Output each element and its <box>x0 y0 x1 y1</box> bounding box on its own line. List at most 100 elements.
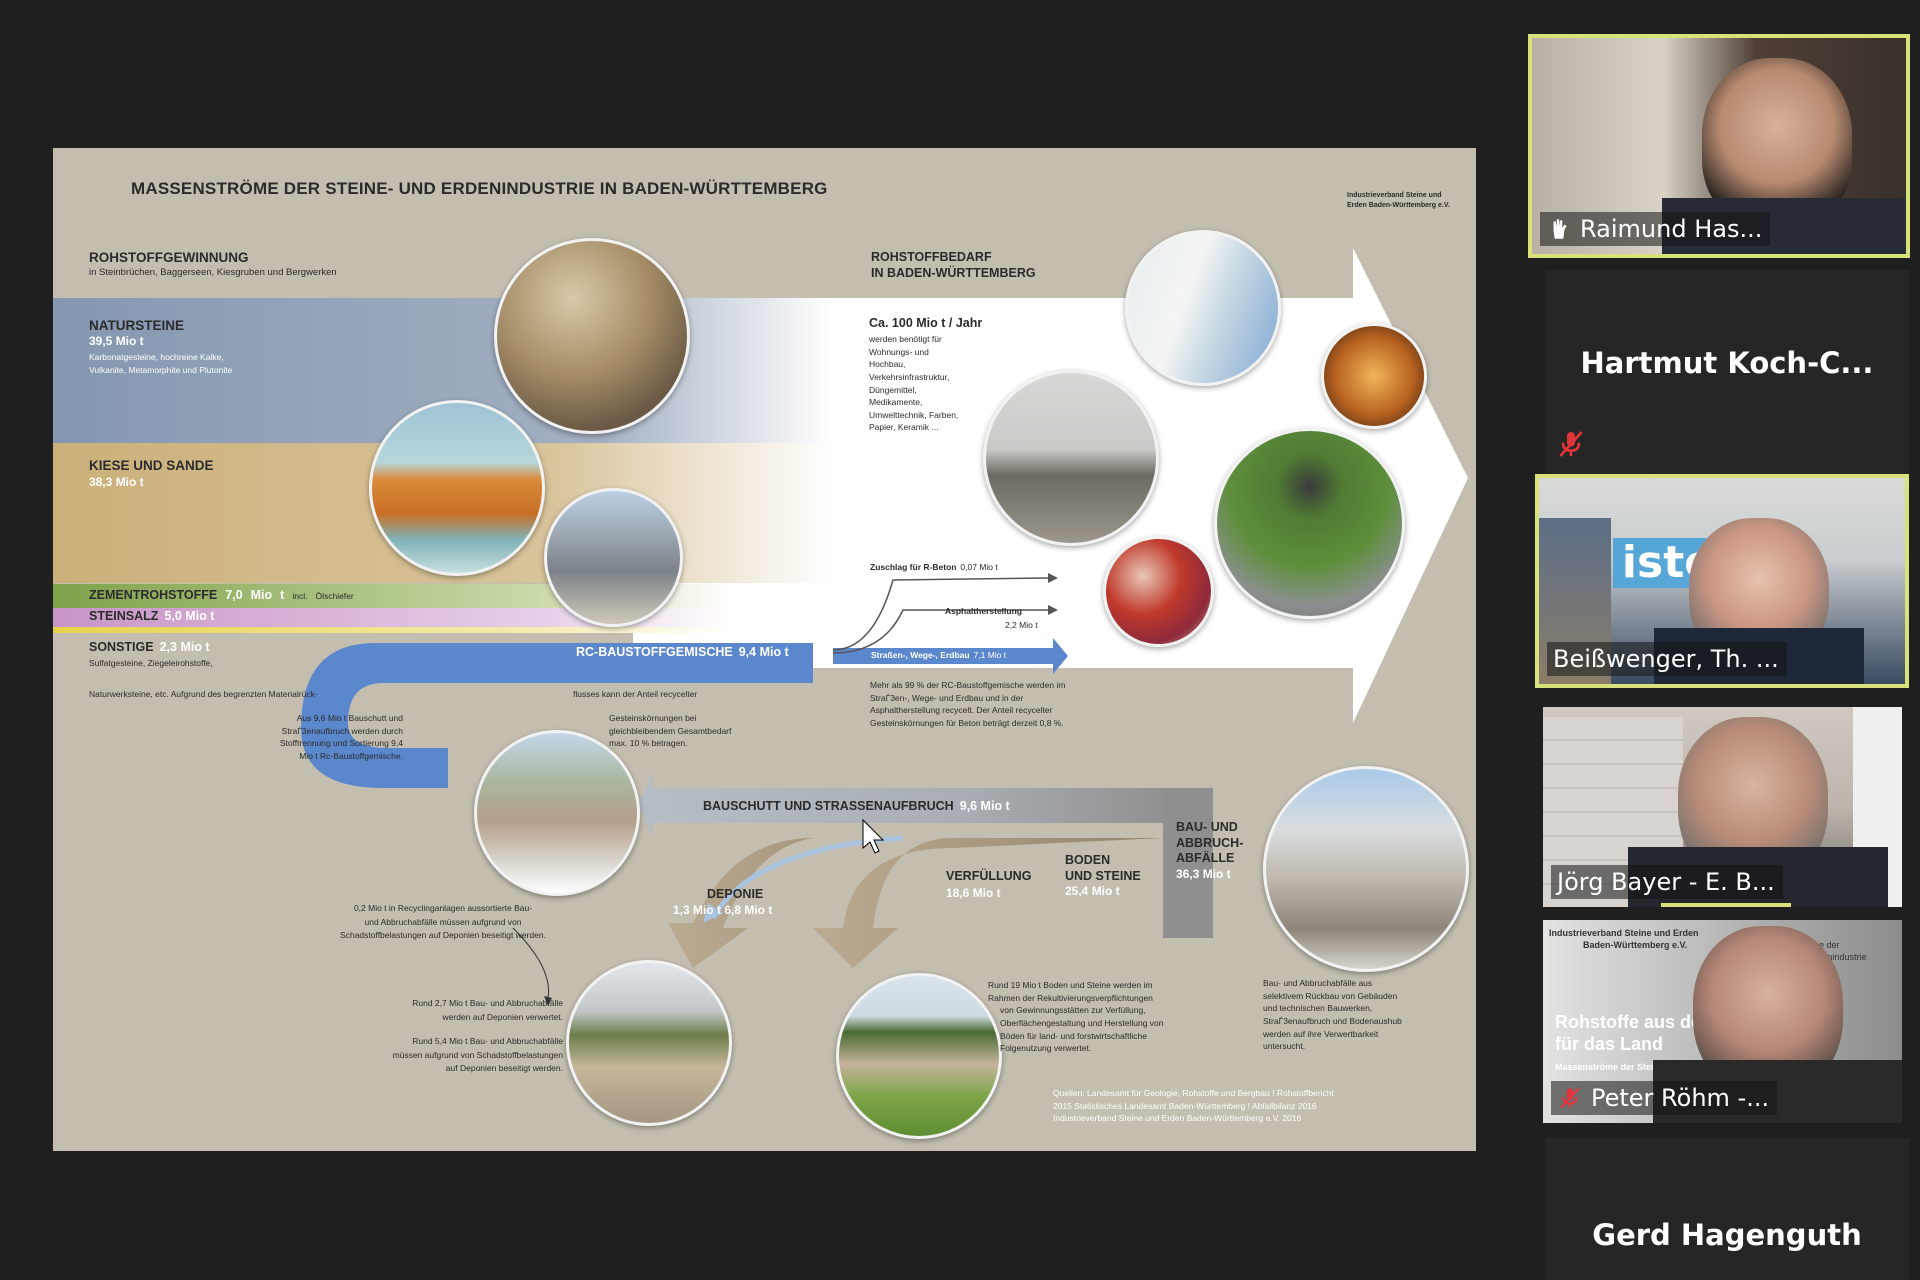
participant-name: Peter Röhm -... <box>1591 1084 1770 1112</box>
gestein-line: gleichbleibendem Gesamtbedarf <box>609 725 732 736</box>
asphalt-amount: 2,2 Mio t <box>1005 620 1038 630</box>
rc-beton-row: Zuschlag für R-Beton 0,07 Mio t <box>870 562 998 573</box>
note-19-line: Böden für land- und forstwirtschaftliche <box>1000 1030 1147 1041</box>
zement-amount-unit: Mio <box>250 588 273 602</box>
sonstige-heading: SONSTIGE <box>89 640 154 654</box>
slide-flow-graphic <box>53 248 1468 1006</box>
note-bau-line: und technischen Bauwerken, <box>1263 1003 1373 1014</box>
participant-tile[interactable]: Raimund Has... <box>1532 38 1906 254</box>
quellen-line: 2015 Statistisches Landesamt Baden-Württ… <box>1053 1100 1317 1111</box>
natursteine-amount: 39,5 Mio t <box>89 334 144 348</box>
gestein-block: Gesteinskörnungen bei gleichbleibendem G… <box>609 713 732 748</box>
quellen-line: Quellen: Landesamt für Geologie, Rohstof… <box>1053 1088 1334 1098</box>
name-tag: Beißwenger, Th. ... <box>1547 642 1787 676</box>
aus96-line: StraЃ3enaufbruch werden durch <box>281 725 403 736</box>
strassen-row: Straßen-, Wege-, Erdbau 7,1 Mio t <box>871 650 1006 661</box>
note-bau-line: selektivem Rückbau von Gebäuden <box>1263 990 1398 1001</box>
rc-mix-label: RC-BAUSTOFFGEMISCHE <box>576 645 733 659</box>
note-54-line: Rund 5,4 Mio t Bau- und Abbruchabfälle <box>412 1036 563 1046</box>
note-27-line: Rund 2,7 Mio t Bau- und Abbruchabfälle <box>412 998 563 1008</box>
org-line-1: Industrieverband Steine und <box>1347 192 1442 199</box>
note-02-line: 0,2 Mio t in Recyclinganlagen aussortier… <box>353 903 533 913</box>
boden-amount: 25,4 Mio t <box>1065 884 1120 899</box>
zement-note: incl. <box>292 591 308 601</box>
bedarf-line: Hochbau, <box>869 359 906 370</box>
participant-tile[interactable]: Industrieverband Steine und Erden Baden-… <box>1543 920 1902 1123</box>
note-02-line: und Abbruchabfälle müssen aufgrund von <box>364 916 522 927</box>
note-bau-block: Bau- und Abbruchabfälle aus selektivem R… <box>1263 978 1402 1051</box>
bauschutt-amount: 9,6 Mio t <box>959 799 1010 813</box>
participant-tile[interactable]: Gerd Hagenguth <box>1545 1138 1909 1280</box>
participant-tile[interactable]: iste Beißwenger, Th. ... <box>1539 478 1905 684</box>
bau-abbruch-amount: 36,3 Mio t <box>1176 866 1231 881</box>
participant-name: Hartmut Koch-C... <box>1580 346 1874 380</box>
audio-level-indicator <box>1661 903 1791 907</box>
boden-l1: BODEN <box>1065 853 1111 867</box>
rc-beton-label: Zuschlag für R-Beton <box>870 562 957 572</box>
participant-name: Jörg Bayer - E. B... <box>1557 868 1775 896</box>
bedarf-amount: Ca. 100 Mio t / Jahr <box>869 316 983 330</box>
verfuellung-label: VERFÜLLUNG <box>946 869 1032 883</box>
backdrop-text: Industrieverband Steine und Erden <box>1549 928 1699 938</box>
kiese-amount: 38,3 Mio t <box>89 475 144 489</box>
natursteine-desc-2: Vulkanite, Metamorphite und Plutonite <box>89 365 233 375</box>
sonstige-amount: 2,3 Mio t <box>159 640 210 654</box>
mehr-line: Gesteinskörnungen für Beton beträgt derz… <box>870 717 1064 728</box>
sonstige-desc-2: Naturwerksteine, etc. Aufgrund des begre… <box>89 689 318 699</box>
mehr-als-block: Mehr als 99 % der RC-Baustoffgemische we… <box>870 680 1065 728</box>
mic-muted-icon <box>1559 431 1583 457</box>
backfill-green-photo <box>836 973 1002 1139</box>
bedarf-line: Verkehrsinfrastruktur, <box>869 371 950 382</box>
bauschutt-label: BAUSCHUTT UND STRASSENAUFBRUCH <box>703 799 954 813</box>
zement-row: ZEMENTROHSTOFFE 7,0 Mio t incl. Ölschief… <box>89 588 354 604</box>
participant-tile[interactable]: Jörg Bayer - E. B... <box>1543 707 1902 907</box>
note-19-line: Oberflächengestaltung und Herstellung vo… <box>1000 1017 1164 1028</box>
participant-name: Beißwenger, Th. ... <box>1553 645 1779 673</box>
sonstige-row: SONSTIGE 2,3 Mio t <box>89 640 210 656</box>
raised-hand-icon <box>1553 219 1567 239</box>
asphalt-label: Asphaltherstellung <box>945 606 1022 616</box>
mehr-line: StraЃ3en-, Wege- und Erdbau und in der <box>870 692 1024 703</box>
participant-tile[interactable]: Hartmut Koch-C... <box>1545 270 1909 475</box>
slide-title: MASSENSTRÖME DER STEINE- UND ERDENINDUST… <box>131 179 828 198</box>
bedarf-line: Düngemittel, <box>869 384 917 395</box>
pills-photo <box>1103 536 1214 647</box>
strassen-label: Straßen-, Wege-, Erdbau <box>871 650 970 660</box>
backdrop-text: für das Land <box>1555 1034 1664 1054</box>
bedarf-heading-2: IN BADEN-WÜRTTEMBERG <box>871 266 1036 280</box>
gestein-line: max. 10 % betragen. <box>609 738 688 749</box>
bedarf-line: Papier, Keramik ... <box>869 422 939 433</box>
steinsalz-row: STEINSALZ 5,0 Mio t <box>89 609 214 625</box>
rohstoffgewinnung-subtitle: in Steinbrüchen, Baggerseen, Kiesgruben … <box>89 267 337 278</box>
natursteine-desc-1: Karbonatgesteine, hochreine Kalke, <box>89 352 224 362</box>
quarry-photo <box>494 238 690 434</box>
bau-abbruch-block: BAU- UND ABBRUCH- ABFÄLLE 36,3 Mio t <box>1176 820 1243 882</box>
participant-name: Raimund Has... <box>1580 215 1763 243</box>
boden-l2: UND STEINE <box>1065 868 1141 883</box>
excavator-grab-photo <box>369 400 545 576</box>
note-27-block: Rund 2,7 Mio t Bau- und Abbruchabfälle w… <box>358 998 563 1022</box>
quellen-block: Quellen: Landesamt für Geologie, Rohstof… <box>1053 1088 1334 1123</box>
note-19-block: Rund 19 Mio t Boden und Steine werden im… <box>988 980 1164 1053</box>
quellen-line: Industrieverband Steine und Erden Baden-… <box>1053 1113 1302 1124</box>
steinsalz-heading: STEINSALZ <box>89 609 159 623</box>
note-bau-line: untersucht. <box>1263 1041 1306 1052</box>
sonstige-desc-1: Sulfatgesteine, Ziegeleirohstoffe, <box>89 658 213 668</box>
mic-muted-icon <box>1560 1087 1580 1109</box>
note-54-line: müssen aufgrund von Schadstoffbelastunge… <box>392 1049 563 1060</box>
rohstoffgewinnung-heading: ROHSTOFFGEWINNUNG <box>89 250 249 265</box>
rc-beton-amount: 0,07 Mio t <box>960 562 998 572</box>
backdrop-text: d Erdenindustrie <box>1801 952 1867 962</box>
shared-screen-slide: MASSENSTRÖME DER STEINE- UND ERDENINDUST… <box>53 148 1476 1151</box>
name-tag: Jörg Bayer - E. B... <box>1551 865 1783 899</box>
rc-mix-amount: 9,4 Mio t <box>738 645 789 659</box>
bauschutt-row: BAUSCHUTT UND STRASSENAUFBRUCH 9,6 Mio t <box>703 799 1010 815</box>
name-tag: Peter Röhm -... <box>1551 1081 1778 1115</box>
steinsalz-amount: 5,0 Mio t <box>164 609 215 623</box>
zement-amount-num: 7,0 <box>225 588 243 602</box>
bau-abbruch-l1: BAU- UND <box>1176 820 1238 834</box>
note-19-line: Folgenutzung verwertet. <box>1000 1043 1092 1054</box>
name-tag: Raimund Has... <box>1540 212 1771 246</box>
sonstige-desc-3: flusses kann der Anteil recycelter <box>573 689 698 699</box>
bedarf-line: werden benötigt für <box>869 334 942 344</box>
